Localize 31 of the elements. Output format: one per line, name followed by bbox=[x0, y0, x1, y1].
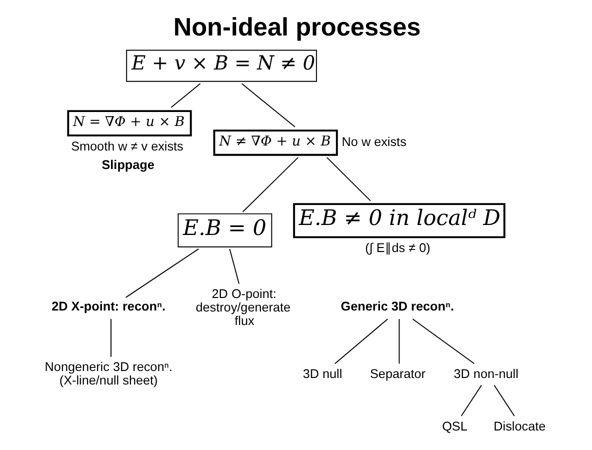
node-box: E.B = 0 bbox=[177, 213, 272, 248]
connector bbox=[493, 384, 514, 416]
connector bbox=[412, 318, 474, 364]
connector bbox=[398, 318, 400, 364]
node-box: E + v × B = N ≠ 0 bbox=[126, 50, 316, 82]
node-text: 3D non-null bbox=[453, 366, 518, 381]
connector bbox=[242, 156, 298, 212]
node-text: Nongeneric 3D reconⁿ. (X-line/null sheet) bbox=[44, 360, 172, 388]
node-text: QSL bbox=[442, 419, 467, 434]
node-box: E.B ≠ 0 in localᵈ D bbox=[292, 203, 505, 238]
node-label: No w exists bbox=[341, 135, 406, 150]
connector bbox=[334, 318, 388, 364]
connector bbox=[170, 83, 200, 108]
diagram-title: Non-ideal processes bbox=[172, 13, 420, 42]
node-text: Separator bbox=[370, 366, 426, 381]
node-text: Generic 3D reconⁿ. bbox=[340, 300, 454, 314]
connector bbox=[240, 83, 295, 128]
node-label: Slippage bbox=[101, 158, 154, 172]
node-text: 2D X-point: reconⁿ. bbox=[51, 300, 165, 314]
node-label: Smooth w ≠ v exists bbox=[70, 139, 183, 154]
node-text: 2D O-point: destroy/generate flux bbox=[195, 286, 290, 328]
connector bbox=[326, 156, 370, 202]
connector bbox=[110, 318, 111, 358]
connector bbox=[124, 248, 198, 298]
node-text: 3D null bbox=[302, 366, 342, 381]
connector bbox=[460, 384, 482, 416]
connector bbox=[228, 248, 240, 284]
node-box: N ≠ ∇Φ + u × B bbox=[212, 130, 338, 156]
node-box: N = ∇Φ + u × B bbox=[66, 110, 192, 136]
node-text: Dislocate bbox=[493, 419, 546, 434]
node-label: (∫ E∥ds ≠ 0) bbox=[364, 241, 430, 256]
